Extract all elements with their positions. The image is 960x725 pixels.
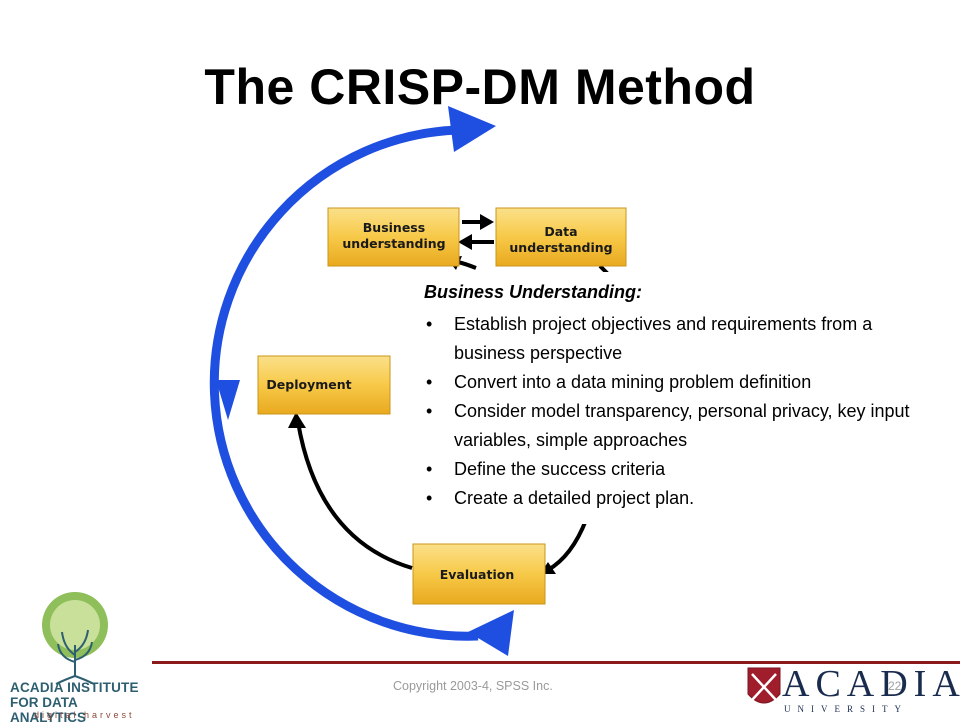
acadia-institute-logo: ACADIA INSTITUTE FOR DATA ANALYTICS digi… (6, 586, 156, 725)
box-data-understanding-line2: understanding (509, 240, 612, 255)
acadia-subtitle: UNIVERSITY (784, 704, 908, 714)
acadia-university-crest (747, 667, 781, 704)
list-item: •Convert into a data mining problem defi… (424, 368, 924, 397)
list-item: •Define the success criteria (424, 455, 924, 484)
list-item: •Consider model transparency, personal p… (424, 397, 924, 455)
box-evaluation: Evaluation (412, 543, 546, 605)
list-item: •Create a detailed project plan. (424, 484, 924, 513)
bullet-icon: • (426, 459, 433, 479)
bullet-icon: • (426, 372, 433, 392)
bullet-icon: • (426, 314, 433, 334)
box-data-understanding-line1: Data (544, 224, 577, 239)
box-business-understanding-line2: understanding (342, 236, 445, 251)
page-number: 22 (888, 679, 902, 693)
logo-left-tagline: digital harvest (34, 710, 135, 720)
bullet-icon: • (426, 401, 433, 421)
box-deployment: Deployment (257, 355, 391, 415)
callout-bullet-list: •Establish project objectives and requir… (424, 310, 924, 513)
box-deployment-label: Deployment (266, 377, 351, 392)
outer-cycle-arrow (209, 106, 514, 656)
acadia-wordmark: ACADIA (782, 663, 960, 705)
bullet-icon: • (426, 488, 433, 508)
callout-heading: Business Understanding: (424, 282, 643, 302)
box-evaluation-label: Evaluation (440, 567, 515, 582)
acadia-institute-logo-graphic (42, 592, 108, 685)
business-understanding-callout: Business Understanding: •Establish proje… (406, 272, 926, 524)
box-business-understanding-line1: Business (363, 220, 425, 235)
footer-divider (152, 661, 960, 664)
box-business-understanding: Business understanding (327, 207, 460, 267)
logo-left-line1: ACADIA INSTITUTE (10, 680, 139, 695)
list-item: •Establish project objectives and requir… (424, 310, 924, 368)
acadia-university-logo: ACADIA UNIVERSITY (742, 663, 960, 720)
box-data-understanding: Data understanding (495, 207, 627, 267)
copyright-text: Copyright 2003-4, SPSS Inc. (393, 679, 553, 693)
slide-title: The CRISP-DM Method (204, 59, 756, 115)
